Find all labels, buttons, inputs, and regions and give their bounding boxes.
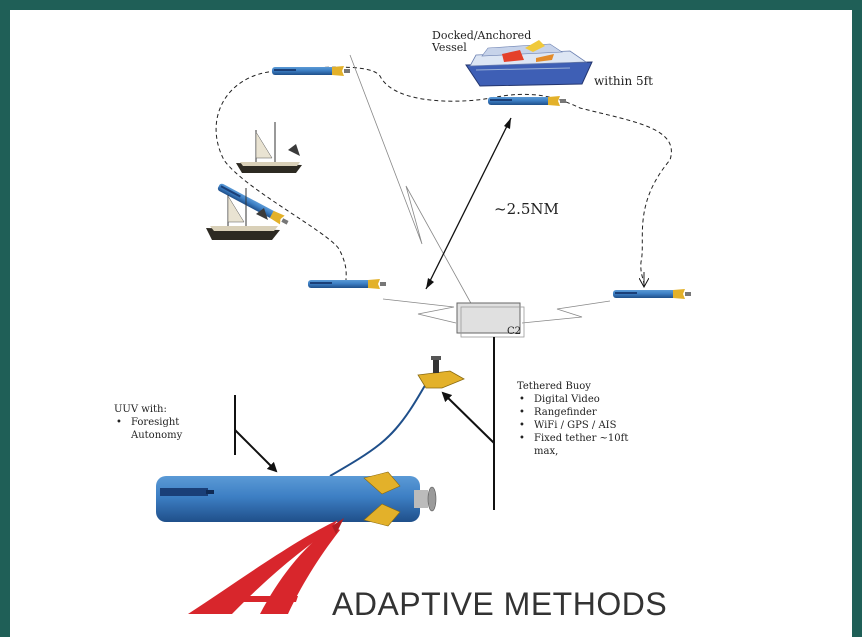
- within-label: within 5ft: [594, 74, 653, 88]
- uuv-top-left: [272, 66, 350, 76]
- uuv-mid-right: [613, 289, 691, 299]
- adaptive-methods-logo-mark: [188, 518, 344, 614]
- buoy-caption-item: WiFi / GPS / AIS: [517, 419, 644, 432]
- uuv-caption-item: Foresight Autonomy: [114, 416, 182, 442]
- comm-link-uuv-right: [521, 300, 611, 324]
- logo-text: ADAPTIVE METHODS: [332, 586, 668, 622]
- fishing-boat-2: [206, 188, 280, 240]
- uuv-top-right: [488, 96, 566, 106]
- uuv-caption-title: UUV with:: [114, 404, 167, 415]
- buoy-caption-item: Fixed tether ~10ft max,: [517, 432, 644, 458]
- uuv-mid-left: [308, 279, 386, 289]
- buoy-caption-title: Tethered Buoy: [517, 381, 591, 392]
- fishing-boat-1: [236, 122, 302, 173]
- mission-path: [215, 66, 672, 285]
- comm-link-uuv1: [349, 54, 479, 317]
- buoy-pointer: [441, 391, 495, 444]
- buoy-tether: [329, 383, 427, 477]
- distance-label: ~2.5NM: [494, 200, 559, 218]
- range-arrow: [425, 117, 512, 290]
- uuv-pointer: [234, 429, 278, 473]
- diagram-panel: Docked/Anchored Vessel within 5ft ~2.5NM…: [10, 10, 852, 637]
- diagram-canvas: [156, 40, 691, 614]
- comm-link-uuv-left: [382, 298, 457, 324]
- c2-box: [456, 302, 521, 334]
- docked-vessel: [465, 40, 593, 87]
- uuv-caption: UUV with: Foresight Autonomy: [114, 403, 182, 442]
- buoy-caption-item: Rangefinder: [517, 406, 644, 419]
- vessel-label: Docked/Anchored Vessel: [432, 29, 532, 54]
- tethered-buoy: [417, 356, 465, 389]
- uuv-diagonal: [216, 181, 290, 228]
- large-uuv: [156, 471, 437, 527]
- buoy-caption: Tethered Buoy Digital Video Rangefinder …: [517, 380, 644, 458]
- c2-label: C2: [507, 326, 522, 337]
- buoy-caption-item: Digital Video: [517, 393, 644, 406]
